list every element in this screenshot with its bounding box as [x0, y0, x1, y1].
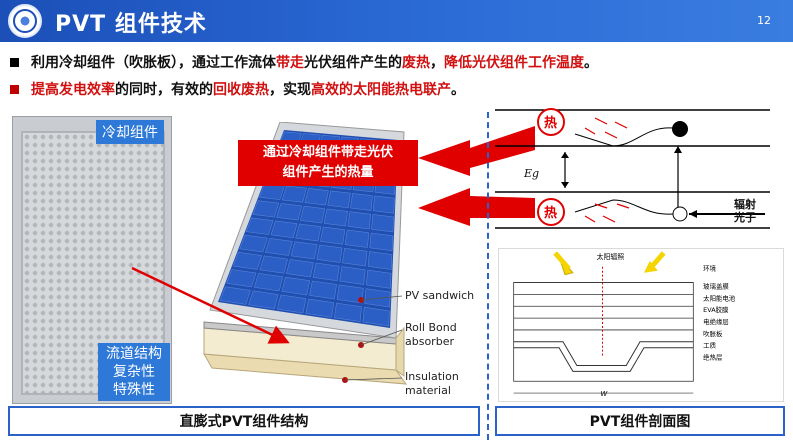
pv-cell [367, 251, 393, 270]
section-layer-label: 环境 [703, 264, 716, 273]
flow-channel-label: 流道结构 复杂性 特殊性 [98, 343, 170, 401]
pv-cell [323, 208, 348, 227]
pv-cell [350, 193, 373, 211]
bullet-text-1: 利用冷却组件（吹胀板），通过工作流体带走光伏组件产生的废热，降低光伏组件工作温度… [31, 52, 598, 72]
roll-bond-label: Roll Bond absorber [405, 321, 457, 348]
bullet-segment: 的同时，有效的 [115, 82, 213, 98]
bullet-square-icon [10, 84, 19, 94]
bullet-segment: ， [430, 55, 444, 71]
pv-cell [290, 241, 318, 260]
section-layer-label: 吹胀板 [703, 329, 723, 338]
pv-cell [336, 284, 364, 304]
right-figure-caption: PVT组件剖面图 [495, 406, 785, 436]
bullet-segment: 利用冷却组件（吹胀板），通过工作流体 [31, 55, 276, 71]
bullet-text-2: 提高发电效率的同时，有效的回收废热，实现高效的太阳能热电联产。 [31, 79, 465, 99]
pv-cell [309, 280, 337, 300]
pv-cell [281, 185, 307, 203]
bullet-square-icon [10, 57, 19, 67]
pv-cell [305, 298, 335, 318]
pv-cell [270, 220, 298, 239]
bullet-segment: 。 [584, 55, 598, 71]
pv-cell [252, 200, 280, 218]
pv-cell [316, 244, 343, 263]
pv-cell [327, 190, 351, 208]
pv-cell [342, 248, 368, 267]
section-layer-label: 电绝缘层 [703, 317, 729, 326]
band-diagram: 热 热 [495, 108, 770, 229]
width-label: W [601, 390, 609, 398]
pv-cell [344, 229, 370, 248]
pv-cell [366, 269, 392, 289]
bullet-segment: 光伏组件产生的 [304, 55, 402, 71]
heat-label-top: 热 [544, 115, 557, 131]
pv-cell [334, 302, 362, 322]
band-gap-label: Eg [524, 167, 540, 180]
pv-cell [372, 195, 395, 214]
pv-cell [239, 234, 268, 253]
section-layer-label: 太阳能电池 [703, 293, 736, 302]
section-layer-label: 工质 [703, 341, 716, 350]
pv-cell [347, 211, 371, 230]
insulation-label: Insulation material [405, 370, 459, 397]
bullet-segment: 废热 [402, 55, 430, 71]
sun-label: 太阳辐照 [597, 252, 625, 261]
section-layer-label: 玻璃盖膜 [703, 281, 729, 290]
pv-cell [371, 214, 394, 233]
left-figure-caption: 直膨式PVT组件结构 [8, 406, 480, 436]
title-bar: PVT 组件技术 12 [0, 0, 793, 42]
pv-cell [304, 188, 329, 206]
bullet-segment: 提高发电效率 [31, 82, 115, 98]
dashed-divider [487, 112, 489, 440]
pv-cell [320, 226, 346, 245]
pv-cell [369, 232, 393, 251]
bullet-segment: 高效的太阳能热电联产 [311, 82, 451, 98]
pv-cell [286, 259, 314, 278]
pv-cell [312, 262, 340, 282]
pv-sandwich-label: PV sandwich [405, 289, 475, 302]
pv-cell [295, 223, 322, 242]
page-title: PVT 组件技术 [55, 12, 207, 37]
pv-cell [245, 217, 274, 235]
pv-cell [265, 238, 293, 256]
bullet-segment: ，实现 [269, 82, 311, 98]
heat-label-bottom: 热 [544, 205, 557, 221]
section-layer-label: 绝热层 [703, 353, 723, 362]
photon-label: 辐射 光子 [734, 198, 756, 224]
heat-removal-callout: 通过冷却组件带走光伏 组件产生的热量 [238, 140, 418, 186]
pv-cell [276, 203, 303, 221]
bullet-segment: 带走 [276, 55, 304, 71]
section-layer-label: EVA胶膜 [703, 305, 729, 314]
bullet-point-1: 利用冷却组件（吹胀板），通过工作流体带走光伏组件产生的废热，降低光伏组件工作温度… [10, 52, 598, 72]
pv-cell [339, 266, 366, 285]
bullet-point-2: 提高发电效率的同时，有效的回收废热，实现高效的太阳能热电联产。 [10, 79, 465, 99]
bullet-segment: 降低光伏组件工作温度 [444, 55, 584, 71]
bullet-segment: 。 [451, 82, 465, 98]
bullet-segment: 回收废热 [213, 82, 269, 98]
page-number: 12 [757, 14, 771, 27]
university-logo [8, 4, 42, 38]
cooling-component-label: 冷却组件 [96, 120, 164, 144]
pv-cell [300, 205, 325, 224]
pv-cell [362, 306, 390, 327]
